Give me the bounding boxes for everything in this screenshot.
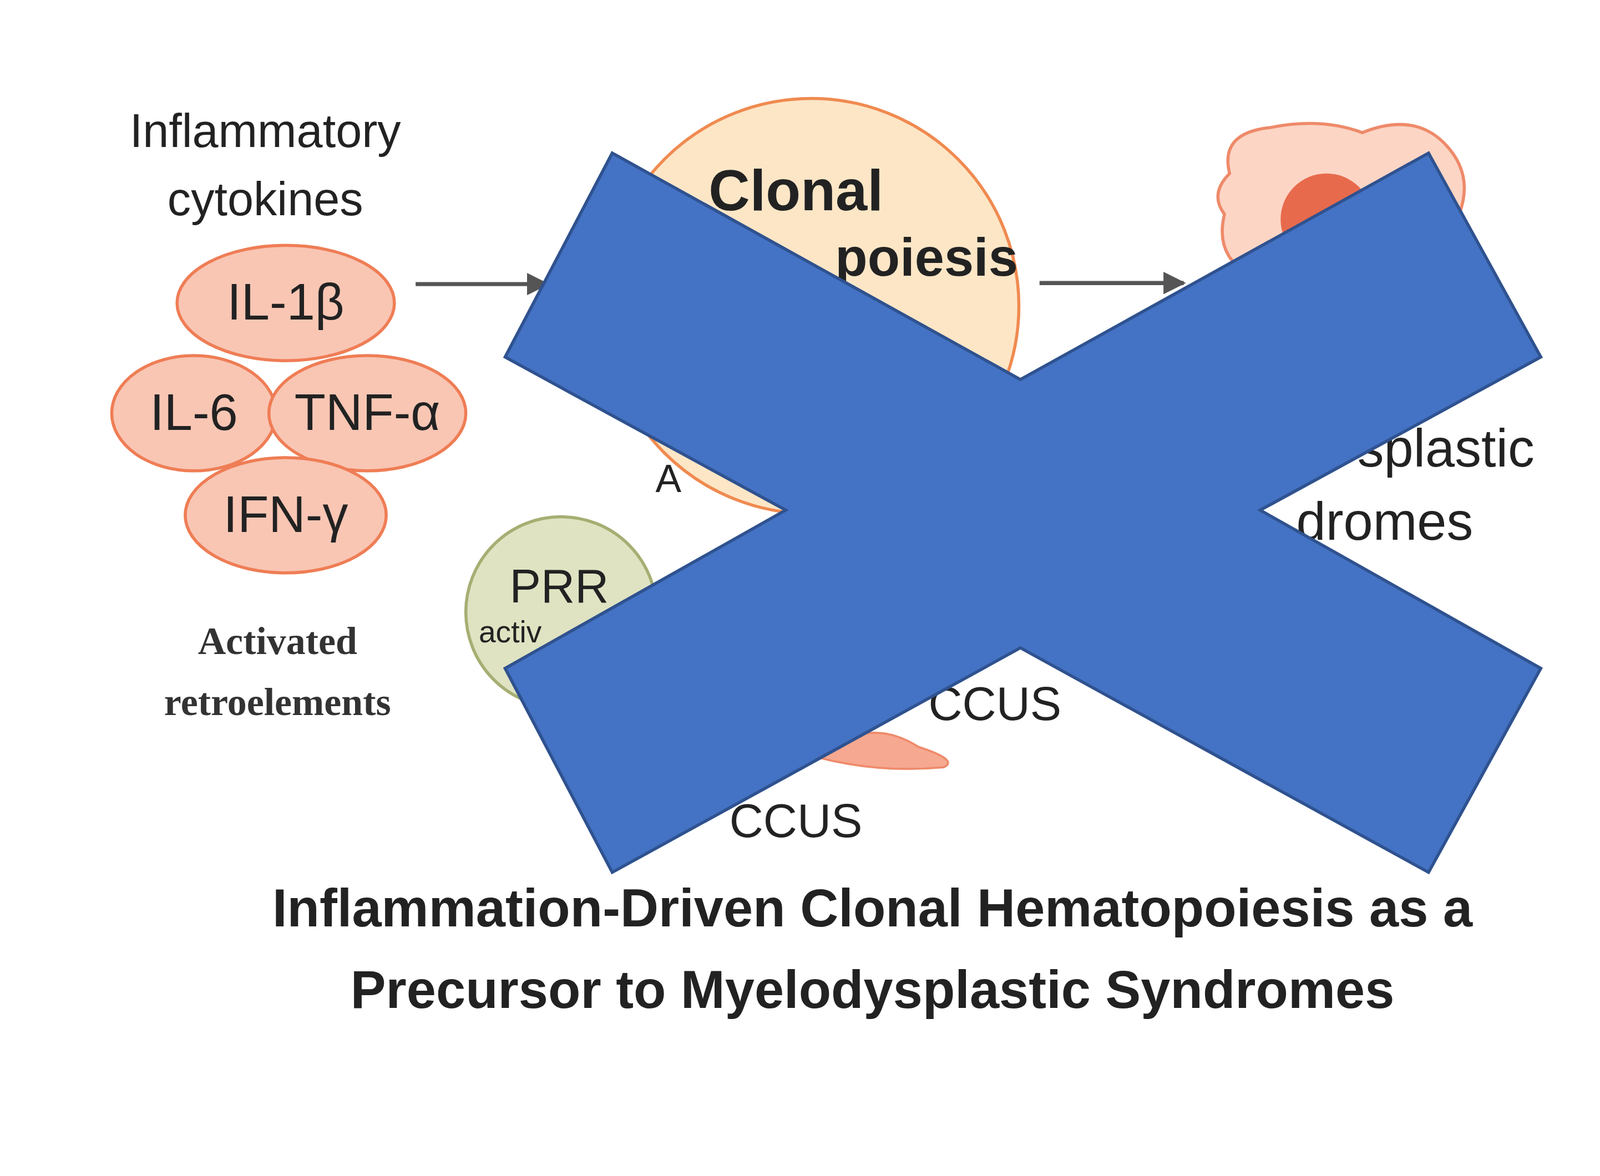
ellipse-outline xyxy=(176,245,395,361)
node-outline xyxy=(1209,112,1475,296)
stage-label: A xyxy=(655,457,682,502)
node-text: dromes xyxy=(1295,492,1473,554)
cell-shape: splasticdromes xyxy=(1209,112,1475,296)
stage-label: CCUS xyxy=(928,676,1062,731)
cell-nucleus xyxy=(1280,173,1373,266)
group-heading: Activated retroelements xyxy=(124,610,431,733)
ellipse-outline xyxy=(185,457,387,574)
stage-label: CCUS xyxy=(729,794,863,849)
node-text: Clonal xyxy=(708,158,884,224)
cytokine-ellipse: PRRactiv xyxy=(464,515,658,710)
cytokine-ellipse: IL-6 xyxy=(110,353,278,473)
node-text: IL-6 xyxy=(149,383,238,443)
ellipse-outline xyxy=(466,517,657,708)
cell-illustration xyxy=(816,732,948,769)
node-text: poiesis xyxy=(834,227,1019,289)
node-text: IL-1β xyxy=(226,273,344,333)
flow-arrow xyxy=(1039,281,1184,286)
diagram-title: Inflammation-Driven Clonal Hematopoiesis… xyxy=(168,867,1577,1031)
node-text: PRR xyxy=(509,559,610,614)
node-text: TNF-α xyxy=(294,383,441,443)
cytokine-ellipse: TNF-α xyxy=(267,353,468,473)
flow-arrow xyxy=(415,281,548,286)
cytokine-ellipse: IFN-γ xyxy=(183,456,388,575)
ellipse-outline xyxy=(111,355,276,472)
group-heading: Inflammatory cytokines xyxy=(71,97,460,234)
cell-outline xyxy=(1217,123,1465,291)
ellipse-outline xyxy=(269,355,467,472)
ellipse-outline xyxy=(603,98,1020,514)
cytokine-ellipse: Clonalpoiesis xyxy=(601,97,1021,516)
node-text: splastic xyxy=(1357,418,1535,480)
node-text: activ xyxy=(478,615,542,651)
node-text: IFN-γ xyxy=(223,485,349,545)
cytokine-ellipse: IL-1β xyxy=(175,244,396,363)
